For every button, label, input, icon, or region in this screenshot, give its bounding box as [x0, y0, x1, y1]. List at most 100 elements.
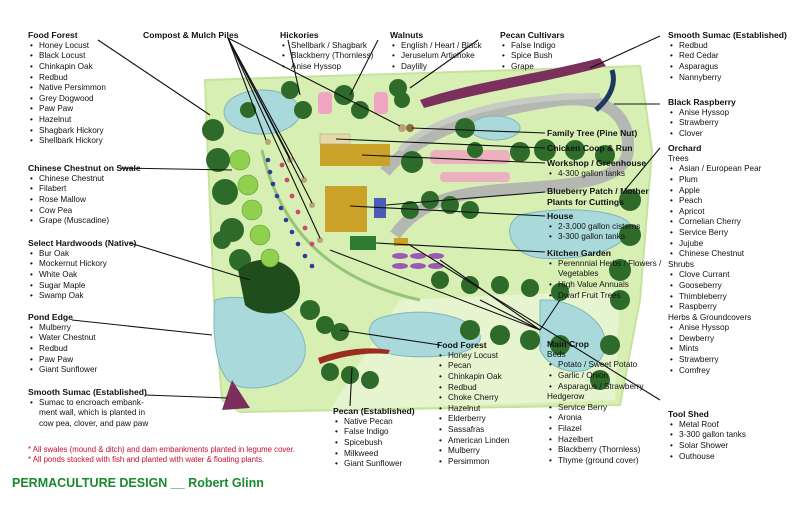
item-list: English / Heart / Black Jeruselum Artich…	[390, 41, 482, 73]
black-raspberry-block: Black Raspberry Anise Hyssop Strawberry …	[668, 97, 736, 140]
item-list: Perennnial Herbs / Flowers / Vegetables …	[547, 259, 676, 301]
list-item: Sugar Maple	[30, 281, 136, 292]
block-title: Chinese Chestnut on Swale	[28, 163, 141, 173]
note-swales: * All swales (mound & ditch) and dam emb…	[28, 445, 295, 454]
main-crop-block: Main Crop Beds Potato / Sweet Potato Gar…	[547, 339, 644, 466]
list-item: Asian / European Pear	[670, 164, 761, 175]
tool-shed-block: Tool Shed Metal Roof 3-300 gallon tanks …	[668, 409, 746, 462]
list-item: Outhouse	[670, 452, 746, 463]
list-item: Redbud	[670, 41, 787, 52]
list-item: Milkweed	[335, 449, 415, 460]
list-item: Honey Locust	[439, 351, 509, 362]
list-item: Dwarf Fruit Trees	[549, 291, 676, 302]
list-item: Chinese Chestnut	[670, 249, 761, 260]
pink-bed-2	[374, 92, 388, 114]
list-item: Gooseberry	[670, 281, 761, 292]
list-item: Service Berry	[670, 228, 761, 239]
food-forest-bottom-block: Food Forest Honey Locust Pecan Chinkapin…	[437, 340, 509, 467]
list-item: Giant Sunflower	[30, 365, 97, 376]
item-list: Anise Hyssop Dewberry Mints Strawberry C…	[668, 323, 761, 376]
list-item: Bur Oak	[30, 249, 136, 260]
note-ponds: * All ponds stocked with fish and plante…	[28, 455, 265, 465]
block-title: Food Forest	[28, 30, 78, 40]
swale-arc	[260, 149, 421, 302]
list-item: Cornelian Cherry	[670, 217, 761, 228]
food-forest-left-block: Food Forest Honey Locust Black Locust Ch…	[28, 30, 106, 147]
list-item: 4-300 gallon tanks	[549, 169, 646, 180]
list-item: Garlic / Onion	[549, 371, 644, 382]
list-item: Anise Hyssop	[282, 62, 373, 73]
list-item: Mulberry	[30, 323, 97, 334]
hedgerow-label: Hedgerow	[547, 392, 585, 402]
item-list: Mulberry Water Chestnut Redbud Paw Paw G…	[28, 323, 97, 376]
pond-top-right	[469, 115, 521, 141]
list-item: Cow Pea	[30, 206, 141, 217]
list-item: Sassafras	[439, 425, 509, 436]
pond-edge-block: Pond Edge Mulberry Water Chestnut Redbud…	[28, 312, 97, 376]
list-item: Clover	[670, 129, 736, 140]
item-list: Potato / Sweet Potato Garlic / Onion Asp…	[547, 360, 644, 392]
item-list: False Indigo Spice Bush Grape	[500, 41, 564, 73]
kitchen-garden-block: Kitchen Garden Perennnial Herbs / Flower…	[547, 248, 676, 301]
tool-shed	[394, 238, 408, 246]
block-title: Kitchen Garden	[547, 248, 611, 258]
item-list: Asian / European Pear Plum Apple Peach A…	[668, 164, 761, 259]
block-title: Smooth Sumac (Established)	[28, 387, 147, 397]
item-list: Service Berry Aronia Filazel Hazelbert B…	[547, 403, 644, 467]
house-block: House 2-3,000 gallon cisterns 3-300 gall…	[547, 211, 640, 243]
list-item: Jeruselum Artichoke	[392, 51, 482, 62]
list-item: Jujube	[670, 239, 761, 250]
family-tree	[406, 124, 414, 132]
list-item: English / Heart / Black	[392, 41, 481, 52]
item-list: Chinese Chestnut Filabert Rose Mallow Co…	[28, 174, 141, 227]
list-item: Thimbleberry	[670, 292, 761, 303]
list-item: Chinkapin Oak	[30, 62, 106, 73]
item-list: Bur Oak Mockernut Hickory White Oak Suga…	[28, 249, 136, 302]
pecan-red-band	[318, 348, 390, 364]
family-tree-label: Family Tree (Pine Nut)	[547, 128, 638, 138]
select-hardwoods-grove	[238, 259, 300, 314]
compost-label: Compost & Mulch Piles	[143, 30, 239, 40]
list-item: White Oak	[30, 270, 136, 281]
list-item: Honey Locust	[30, 41, 106, 52]
block-title: Tool Shed	[668, 409, 709, 419]
list-item: Grey Dogwood	[30, 94, 106, 105]
swale-rows	[265, 157, 315, 269]
orchard-trees-label: Trees	[668, 153, 689, 163]
item-list: Honey Locust Pecan Chinkapin Oak Redbud …	[437, 351, 510, 468]
block-title: Pecan (Established)	[333, 406, 415, 416]
list-item: Blackberry (Thornless)	[549, 445, 644, 456]
house-building	[325, 186, 367, 232]
chestnut-swale-trees	[229, 149, 280, 268]
page-title: PERMACULTURE DESIGN __ Robert Glinn	[12, 476, 264, 490]
item-list: 2-3,000 gallon cisterns 3-300 gallon tan…	[547, 222, 640, 243]
list-item: Dewberry	[670, 334, 761, 345]
list-item: American Linden	[439, 436, 510, 447]
list-item: Native Pecan	[335, 417, 415, 428]
block-title: Pecan Cultivars	[500, 30, 565, 40]
list-item: 3-300 gallon tanks	[549, 232, 640, 243]
block-title: House	[547, 211, 574, 221]
list-item: Strawberry	[670, 355, 761, 366]
list-item: Shellbark Hickory	[30, 136, 106, 147]
block-title: Hickories	[280, 30, 319, 40]
pink-bed-1	[318, 92, 332, 114]
list-item: Mulberry	[439, 446, 509, 457]
list-item: Nannyberry	[670, 73, 787, 84]
list-item: Solar Shower	[670, 441, 746, 452]
list-item: 2-3,000 gallon cisterns	[549, 222, 640, 233]
pecan-cultivars-block: Pecan Cultivars False Indigo Spice Bush …	[500, 30, 564, 73]
item-list: Shellbark / Shagbark Blackberry (Thornle…	[280, 41, 373, 73]
list-item: Red Cedar	[670, 51, 787, 62]
list-item: Choke Cherry	[439, 393, 509, 404]
list-item: Aronia	[549, 413, 644, 424]
item-list: Redbud Red Cedar Asparagus Nannyberry	[668, 41, 787, 83]
list-item: Clove Currant	[670, 270, 761, 281]
workshop-greenhouse	[320, 144, 390, 166]
item-list: Sumac to encroach embank- ment wall, whi…	[28, 398, 157, 430]
legend-notes: * All swales (mound & ditch) and dam emb…	[28, 445, 295, 466]
list-item: Hazelnut	[30, 115, 106, 126]
list-item: Hazelnut	[439, 404, 509, 415]
list-item: Native Persimmon	[30, 83, 106, 94]
list-item: Redbud	[30, 73, 106, 84]
